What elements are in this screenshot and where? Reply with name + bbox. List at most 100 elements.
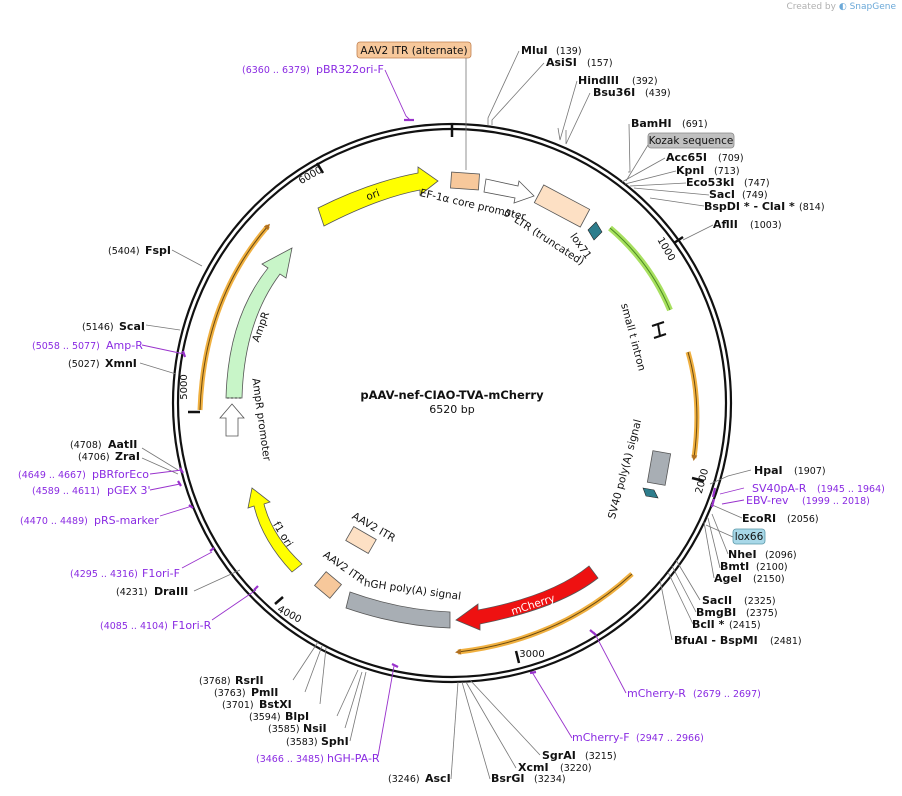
primer-sv40pa-r[interactable]: SV40pA-R (1945 .. 1964) [752,482,885,495]
site-nhei[interactable]: NheI (2096) [728,548,797,561]
primer-mcherry-r[interactable]: mCherry-R (2679 .. 2697) [627,687,761,700]
aav2-itr-alt-box[interactable] [450,171,480,191]
site-name: MluI [521,44,548,57]
site-pos: (139) [556,46,582,57]
svg-text:(2947 .. 2966): (2947 .. 2966) [636,733,704,744]
svg-text:(4706): (4706) [78,452,110,463]
primer-mcherry-f[interactable]: mCherry-F (2947 .. 2966) [572,731,704,744]
tick-marks [188,125,705,664]
site-nsii[interactable]: (3585) NsiI [268,722,327,735]
hgh-box[interactable] [345,591,451,629]
site-rsrii[interactable]: (3768) RsrII [199,674,264,687]
primer-prs-marker[interactable]: (4470 .. 4489) pRS-marker [20,514,159,527]
site-bstxi[interactable]: (3701) BstXI [222,698,292,711]
site-bfuai-bspmi[interactable]: BfuAI - BspMI (2481) [674,634,802,647]
site-kpni[interactable]: KpnI (713) [676,164,740,177]
leader-lines [139,50,752,780]
kozak-tag[interactable] [647,132,735,149]
site-fspi[interactable]: (5404) FspI [108,244,171,257]
svg-text:(6360 .. 6379): (6360 .. 6379) [242,65,310,76]
primer-f1ori-f[interactable]: (4295 .. 4316) F1ori-F [70,567,180,580]
site-saci[interactable]: SacI (749) [709,188,768,201]
site-zrai[interactable]: (4706) ZraI [78,450,140,463]
ampr-promoter-arrow[interactable] [219,403,245,437]
site-bmgbi[interactable]: BmgBI (2375) [696,606,778,619]
ampr-arrow[interactable] [225,247,293,399]
primer-ebv-rev[interactable]: EBV-rev (1999 .. 2018) [746,494,870,507]
site-blpi[interactable]: (3594) BlpI [249,710,309,723]
lox71-arrow[interactable] [587,221,603,241]
ltr-box[interactable] [533,184,591,228]
svg-text:(2100): (2100) [756,562,788,573]
svg-text:(3585): (3585) [268,724,300,735]
site-bmti[interactable]: BmtI (2100) [720,560,788,573]
site-aatii[interactable]: (4708) AatII [70,438,137,451]
site-mlui[interactable]: MluI (139) [521,44,582,57]
site-pmli[interactable]: (3763) PmlI [214,686,278,699]
sv40-box[interactable] [646,450,672,486]
ori-arrow[interactable] [317,166,439,227]
f1ori-arrow[interactable] [247,487,303,573]
site-eco53ki[interactable]: Eco53kI (747) [686,176,770,189]
primer-f1ori-r[interactable]: (4085 .. 4104) F1ori-R [100,619,212,632]
svg-text:BstXI: BstXI [259,698,292,711]
svg-text:(2481): (2481) [770,636,802,647]
aav2-itr-alt-tag[interactable] [356,41,472,59]
svg-text:BamHI: BamHI [631,117,672,130]
site-hindiii[interactable]: HindIII (392) [578,74,658,87]
site-agei[interactable]: AgeI (2150) [714,572,785,585]
svg-text:AscI: AscI [425,772,451,785]
lox66-tag[interactable] [732,528,766,545]
site-asisi[interactable]: AsiSI (157) [546,56,613,69]
site-sphi[interactable]: (3583) SphI [286,735,349,748]
small-t-orf-line [609,227,671,311]
site-xcmi[interactable]: XcmI (3220) [518,761,592,774]
site-bsu36i[interactable]: Bsu36I (439) [593,86,671,99]
site-sgrai[interactable]: SgrAI (3215) [542,749,617,762]
svg-text:(3215): (3215) [585,751,617,762]
svg-text:RsrII: RsrII [235,674,264,687]
site-aflii[interactable]: AflII (1003) [713,218,782,231]
tick-label-2000: 2000 [694,468,711,495]
lox66-arrow[interactable] [642,487,659,499]
svg-text:(5058 .. 5077): (5058 .. 5077) [32,341,100,352]
primer-pbr322ori-f[interactable]: (6360 .. 6379) pBR322ori-F [242,63,384,76]
ef1a-arrow[interactable] [483,178,535,204]
svg-text:BsrGI: BsrGI [491,772,524,785]
svg-text:SacI: SacI [709,188,735,201]
svg-text:(749): (749) [742,190,768,201]
svg-text:SacII: SacII [702,594,732,607]
site-xmni[interactable]: (5027) XmnI [68,357,137,370]
site-bcli[interactable]: BclI * (2415) [692,618,761,631]
svg-text:(814): (814) [799,202,825,213]
site-bspdi-clai[interactable]: BspDI * - ClaI * (814) [704,200,825,213]
aav2-itr-box-1[interactable] [345,526,377,554]
ampr-promoter-label: AmpR promoter [249,377,273,462]
site-ecori[interactable]: EcoRI (2056) [742,512,819,525]
primer-pbrforeco[interactable]: (4649 .. 4667) pBRforEco [18,468,149,481]
svg-text:(4470 .. 4489): (4470 .. 4489) [20,516,88,527]
aav2-itr-box-2[interactable] [313,571,343,599]
kozak-label: Kozak sequence [649,135,734,147]
svg-text:AsiSI: AsiSI [546,56,577,69]
orf-arc-right-line [687,351,698,461]
site-draiii[interactable]: (4231) DraIII [116,585,188,598]
site-acc65i[interactable]: Acc65I (709) [666,151,744,164]
snapgene-logo-icon: ◐ [838,2,847,12]
mcherry-arrow[interactable] [455,565,599,631]
svg-text:EcoRI: EcoRI [742,512,776,525]
site-scai[interactable]: (5146) ScaI [82,320,145,333]
site-asci[interactable]: (3246) AscI [388,772,451,785]
svg-text:AgeI: AgeI [714,572,742,585]
site-bamhi[interactable]: BamHI (691) [631,117,708,130]
svg-text:(5404): (5404) [108,246,140,257]
svg-text:F1ori-F: F1ori-F [142,567,180,580]
primer-pgex3[interactable]: (4589 .. 4611) pGEX 3' [32,484,151,497]
site-bsrgi[interactable]: BsrGI (3234) [491,772,566,785]
site-sacii[interactable]: SacII (2325) [702,594,776,607]
svg-text:Eco53kI: Eco53kI [686,176,734,189]
site-hpai[interactable]: HpaI (1907) [754,464,826,477]
primer-amp-r[interactable]: (5058 .. 5077) Amp-R [32,339,143,352]
svg-text:(1945 .. 1964): (1945 .. 1964) [817,484,885,495]
primer-hgh-pa-r[interactable]: (3466 .. 3485) hGH-PA-R [256,752,380,765]
